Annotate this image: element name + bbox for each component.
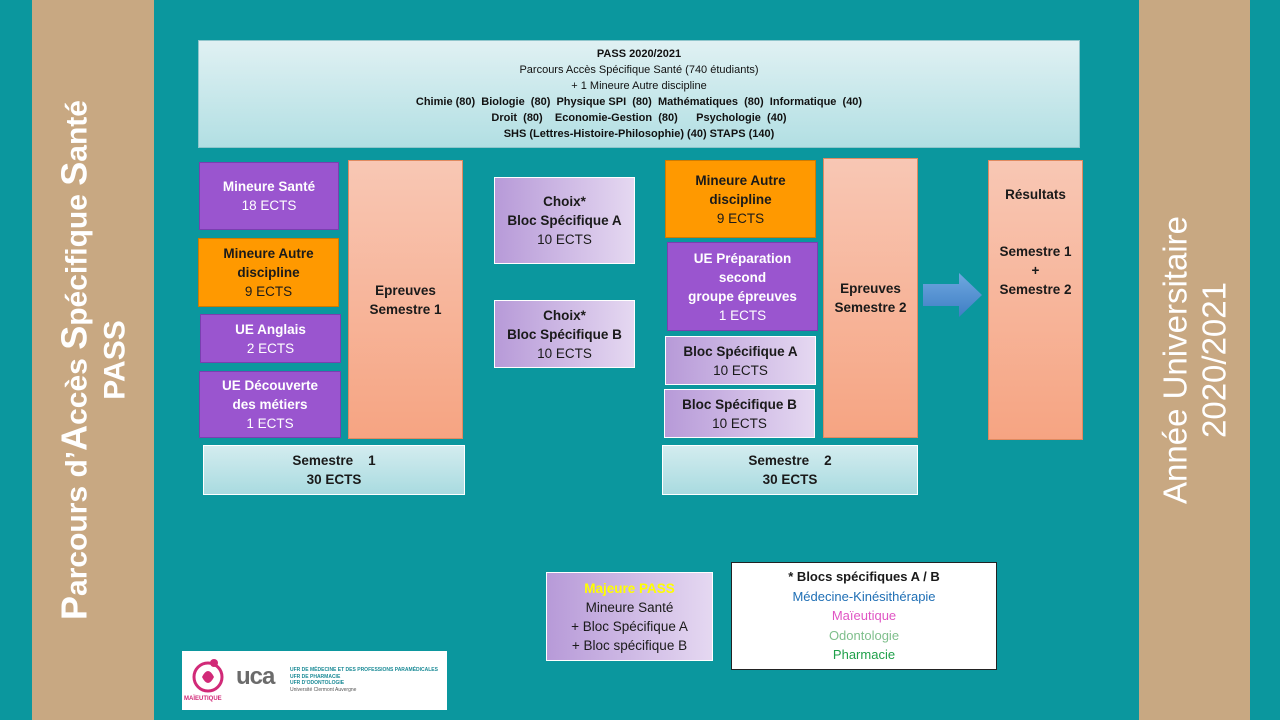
s1-ue-decouverte-ects: 1 ECTS: [246, 416, 294, 431]
s1-ue-decouverte-title2: des métiers: [232, 397, 308, 412]
s1-ue-anglais: UE Anglais 2 ECTS: [200, 314, 341, 363]
maieutique-logo-icon: [192, 659, 224, 693]
choix-b-ects: 10 ECTS: [537, 345, 592, 361]
s1-ue-decouverte: UE Découverte des métiers 1 ECTS: [199, 371, 341, 438]
majeure-line1: Mineure Santé: [585, 599, 674, 615]
header-mineure: + 1 Mineure Autre discipline: [571, 80, 707, 92]
s2-bloc-b: Bloc Spécifique B 10 ECTS: [664, 389, 815, 438]
s2-ue-preparation: UE Préparation second groupe épreuves 1 …: [667, 242, 818, 331]
choix-a-line2: Bloc Spécifique A: [507, 213, 622, 228]
right-arrow-icon: [923, 273, 982, 317]
legend-item-odontologie: Odontologie: [828, 627, 900, 643]
left-banner-part: anté: [60, 100, 94, 162]
logo-ufr-line: Université Clermont Auvergne: [290, 686, 357, 693]
right-banner-text: Année Universitaire 2020/2021: [1156, 216, 1232, 504]
s2-footer: Semestre 2 30 ECTS: [662, 445, 918, 495]
s1-ue-decouverte-title1: UE Découverte: [221, 378, 319, 393]
s1-mineure-autre: Mineure Autre discipline 9 ECTS: [198, 238, 339, 307]
legend-item-pharmacie: Pharmacie: [832, 647, 896, 663]
resultats-title: Résultats: [1005, 187, 1066, 202]
right-banner-line1: Année Universitaire: [1156, 216, 1194, 504]
s1-ue-anglais-title: UE Anglais: [235, 321, 306, 337]
left-banner-letter: P: [53, 595, 95, 620]
s2-mineure-autre-ects: 9 ECTS: [716, 210, 765, 226]
s2-mineure-autre: Mineure Autre discipline 9 ECTS: [665, 160, 816, 238]
s1-epreuves-line1: Epreuves: [375, 282, 436, 298]
header-title: PASS 2020/2021: [596, 48, 682, 60]
s2-ue-preparation-title3: groupe épreuves: [688, 288, 797, 304]
left-banner-letter: S: [53, 161, 95, 186]
s2-ue-preparation-title2: second: [718, 269, 767, 285]
s2-mineure-autre-title2: discipline: [709, 191, 772, 207]
s1-mineure-autre-ects: 9 ECTS: [244, 284, 293, 299]
resultats-line2: +: [1031, 263, 1040, 278]
s2-footer-ects: 30 ECTS: [762, 472, 818, 487]
choix-bloc-a: Choix* Bloc Spécifique A 10 ECTS: [494, 177, 635, 264]
s1-footer: Semestre 1 30 ECTS: [203, 445, 465, 495]
logo-ufr-line: UFR DE PHARMACIE: [290, 673, 341, 680]
s2-ue-preparation-ects: 1 ECTS: [718, 307, 767, 323]
uca-logo-text: uca: [236, 663, 275, 690]
s2-ue-preparation-title1: UE Préparation: [693, 250, 792, 266]
legend-box: * Blocs spécifiques A / B Médecine-Kinés…: [731, 562, 997, 670]
header-subtitle: Parcours Accès Spécifique Santé (740 étu…: [519, 64, 759, 76]
legend-item-medecine: Médecine-Kinésithérapie: [792, 588, 936, 604]
s2-bloc-a-ects: 10 ECTS: [713, 362, 768, 378]
header-disciplines-2: Droit (80) Economie-Gestion (80) Psychol…: [491, 112, 787, 124]
s1-mineure-autre-title1: Mineure Autre: [223, 246, 314, 261]
majeure-title: Majeure PASS: [584, 580, 675, 596]
left-banner: Parcours d’Accès Spécifique Santé PASS: [32, 0, 154, 720]
choix-b-line2: Bloc Spécifique B: [507, 326, 622, 342]
legend-item-maieutique: Maïeutique: [831, 608, 897, 624]
s2-bloc-a-title: Bloc Spécifique A: [683, 343, 798, 359]
s1-epreuves-line2: Semestre 1: [369, 301, 442, 317]
left-banner-letter: S: [53, 325, 95, 350]
s1-mineure-autre-title2: discipline: [237, 265, 300, 280]
logo-area: MAÏEUTIQUE uca UFR DE MÉDECINE ET DES PR…: [182, 651, 447, 710]
s1-footer-title: Semestre 1: [292, 453, 376, 468]
choix-b-line1: Choix*: [543, 307, 586, 323]
left-banner-pass: PASS: [98, 320, 132, 400]
left-banner-part: pécifique: [60, 185, 94, 326]
header-box: PASS 2020/2021 Parcours Accès Spécifique…: [198, 40, 1080, 148]
header-disciplines-1: Chimie (80) Biologie (80) Physique SPI (…: [415, 96, 863, 108]
right-banner: Année Universitaire 2020/2021: [1139, 0, 1250, 720]
legend-title: * Blocs spécifiques A / B: [788, 569, 940, 585]
majeure-line3: + Bloc spécifique B: [571, 637, 688, 653]
s2-mineure-autre-title1: Mineure Autre: [695, 172, 786, 188]
left-edge: [0, 0, 32, 720]
left-banner-text: Parcours d’Accès Spécifique Santé PASS: [53, 100, 132, 620]
s2-epreuves-line2: Semestre 2: [834, 300, 907, 315]
s1-mineure-sante-title: Mineure Santé: [222, 179, 316, 194]
s2-bloc-b-title: Bloc Spécifique B: [682, 396, 797, 412]
s2-epreuves-line1: Epreuves: [840, 281, 901, 296]
s1-ue-anglais-ects: 2 ECTS: [246, 340, 295, 356]
s2-footer-title: Semestre 2: [748, 453, 832, 468]
logo-ufr-line: UFR D’ODONTOLOGIE: [290, 680, 345, 686]
logo-ufr-line: UFR DE MÉDECINE ET DES PROFESSIONS PARAM…: [290, 667, 438, 673]
right-banner-line2: 2020/2021: [1195, 282, 1232, 439]
s2-epreuves: Epreuves Semestre 2: [823, 158, 918, 438]
left-banner-part: arcours d’: [60, 450, 94, 596]
majeure-line2: + Bloc Spécifique A: [571, 618, 688, 634]
s1-mineure-sante: Mineure Santé 18 ECTS: [199, 162, 339, 230]
s2-bloc-b-ects: 10 ECTS: [712, 415, 767, 431]
resultats-line1: Semestre 1: [999, 244, 1072, 259]
s1-epreuves: Epreuves Semestre 1: [348, 160, 463, 439]
s1-footer-ects: 30 ECTS: [306, 472, 362, 487]
left-banner-letter: A: [53, 424, 95, 451]
resultats-line3: Semestre 2: [999, 282, 1072, 297]
left-banner-part: ccès: [60, 349, 94, 425]
choix-a-ects: 10 ECTS: [537, 232, 592, 247]
s1-mineure-sante-ects: 18 ECTS: [241, 198, 297, 213]
maieutique-logo-text: MAÏEUTIQUE: [184, 696, 222, 702]
s2-bloc-a: Bloc Spécifique A 10 ECTS: [665, 336, 816, 385]
choix-bloc-b: Choix* Bloc Spécifique B 10 ECTS: [494, 300, 635, 368]
header-disciplines-3: SHS (Lettres-Histoire-Philosophie) (40) …: [503, 128, 775, 140]
majeure-pass-box: Majeure PASS Mineure Santé + Bloc Spécif…: [546, 572, 713, 661]
choix-a-line1: Choix*: [543, 194, 586, 209]
resultats-box: Résultats Semestre 1 + Semestre 2: [988, 160, 1083, 440]
logo-ufr-lines: UFR DE MÉDECINE ET DES PROFESSIONS PARAM…: [290, 667, 438, 693]
